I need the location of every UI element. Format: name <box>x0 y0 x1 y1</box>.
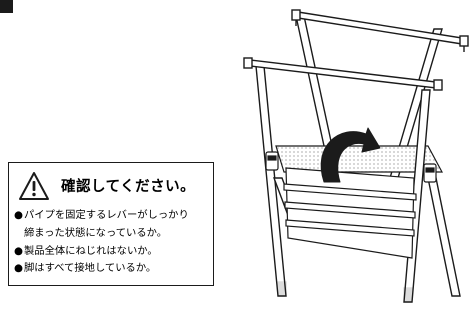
item-text: パイプを固定するレバーがしっかり <box>24 209 189 221</box>
item-text: 脚はすべて接地しているか。 <box>24 262 157 275</box>
top-hanging-bar <box>291 9 469 52</box>
caution-title: 確認してください。 <box>61 179 196 195</box>
item-text: 製品全体にねじれはないか。 <box>24 244 158 257</box>
list-item-continuation: 締まった状態になっているか。 <box>24 226 168 239</box>
caution-list: ●パイプを固定するレバーがしっかり 締まった状態になっているか。 ●製品全体にね… <box>14 207 214 278</box>
warning-triangle-icon <box>19 172 49 200</box>
list-item: ●脚はすべて接地しているか。 <box>14 260 214 278</box>
bullet: ● <box>14 209 23 221</box>
list-item: ●パイプを固定するレバーがしっかり <box>14 207 214 225</box>
bullet: ● <box>14 262 23 275</box>
folded-side-panel <box>283 167 417 259</box>
list-item: ●製品全体にねじれはないか。 <box>14 243 214 261</box>
caution-box: 確認してください。 ●パイプを固定するレバーがしっかり 締まった状態になっている… <box>8 162 214 286</box>
drying-rack-illustration <box>243 9 469 303</box>
joints <box>265 151 437 183</box>
curved-arrow-icon <box>320 127 381 183</box>
bullet: ● <box>14 244 23 257</box>
middle-hanging-bar <box>243 57 443 91</box>
corner-mark <box>0 0 13 13</box>
